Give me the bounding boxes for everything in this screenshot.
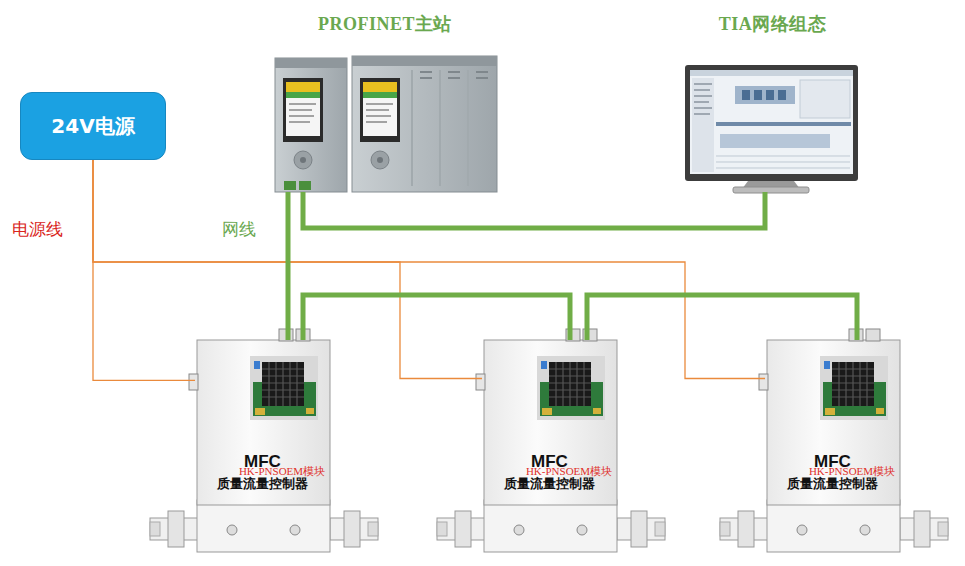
illustration-part bbox=[692, 78, 714, 172]
node-title: MFC bbox=[482, 452, 617, 472]
illustration-part bbox=[286, 82, 320, 136]
illustration-part bbox=[754, 90, 762, 100]
monitor-illustration bbox=[685, 65, 858, 193]
mfc-illustration bbox=[720, 329, 948, 552]
mfc-device: MFC 质量流量控制器 HK-PNSOEM模块 bbox=[195, 340, 330, 515]
illustration-part bbox=[275, 58, 347, 192]
illustration-part bbox=[352, 56, 497, 192]
illustration-part bbox=[377, 157, 383, 163]
node-subtitle: 质量流量控制器 bbox=[765, 475, 900, 493]
network-cable bbox=[587, 295, 857, 340]
network-cable bbox=[303, 192, 765, 228]
illustration-part bbox=[284, 181, 296, 190]
power-wire bbox=[93, 160, 482, 379]
illustration-part bbox=[363, 82, 397, 136]
illustration-part bbox=[685, 65, 858, 181]
mfc-illustration bbox=[150, 329, 378, 552]
illustration-part bbox=[733, 187, 809, 193]
illustration-part bbox=[299, 181, 311, 190]
illustration-part bbox=[690, 70, 853, 76]
mfc-illustration bbox=[437, 329, 665, 552]
illustration-part bbox=[778, 90, 786, 100]
network-cable bbox=[286, 192, 291, 340]
node-title: PROFINET主站 bbox=[270, 12, 500, 36]
illustration-part bbox=[352, 56, 497, 66]
illustration-part bbox=[720, 134, 830, 148]
node-subtitle: 质量流量控制器 bbox=[195, 475, 330, 493]
node-title: MFC bbox=[195, 452, 330, 472]
node-subtitle: 质量流量控制器 bbox=[482, 475, 617, 493]
plc-illustration bbox=[275, 56, 497, 192]
node-title: 24V电源 bbox=[51, 113, 134, 140]
node-title: MFC bbox=[765, 452, 900, 472]
power-wire bbox=[93, 160, 765, 379]
illustration-part bbox=[363, 92, 397, 98]
illustration-part bbox=[283, 78, 323, 142]
illustration-part bbox=[412, 70, 468, 186]
illustration-part bbox=[363, 82, 397, 92]
tia-monitor: TIA网络组态 bbox=[680, 8, 865, 192]
illustration-part bbox=[286, 92, 320, 98]
illustration-part bbox=[742, 90, 750, 100]
illustration-part bbox=[300, 157, 306, 163]
module-board: HK-PNSOEM模块 bbox=[237, 352, 327, 447]
wire-label: 电源线 bbox=[12, 218, 63, 241]
illustration-part bbox=[716, 122, 851, 126]
power-supply-box: 24V电源 bbox=[20, 92, 166, 160]
network-cable bbox=[303, 295, 570, 340]
module-board: HK-PNSOEM模块 bbox=[524, 352, 614, 447]
mfc-device: MFC 质量流量控制器 HK-PNSOEM模块 bbox=[765, 340, 900, 515]
plc-master: PROFINET主站 bbox=[270, 8, 500, 192]
illustration-part bbox=[286, 82, 320, 92]
illustration-part bbox=[690, 70, 853, 174]
wire-label: 网线 bbox=[222, 218, 256, 241]
power-wire bbox=[93, 160, 195, 380]
illustration-part bbox=[360, 78, 400, 142]
illustration-part bbox=[289, 104, 316, 122]
mfc-device: MFC 质量流量控制器 HK-PNSOEM模块 bbox=[482, 340, 617, 515]
illustration-part bbox=[766, 90, 774, 100]
illustration-part bbox=[371, 151, 389, 169]
illustration-part bbox=[800, 80, 850, 118]
node-title: TIA网络组态 bbox=[680, 12, 865, 36]
illustration-part bbox=[294, 151, 312, 169]
module-board: HK-PNSOEM模块 bbox=[807, 352, 897, 447]
illustration-part bbox=[275, 58, 347, 68]
illustration-part bbox=[694, 84, 712, 114]
illustration-part bbox=[420, 72, 488, 78]
illustration-part bbox=[366, 104, 393, 122]
illustration-part bbox=[716, 156, 850, 168]
illustration-part bbox=[735, 86, 795, 104]
